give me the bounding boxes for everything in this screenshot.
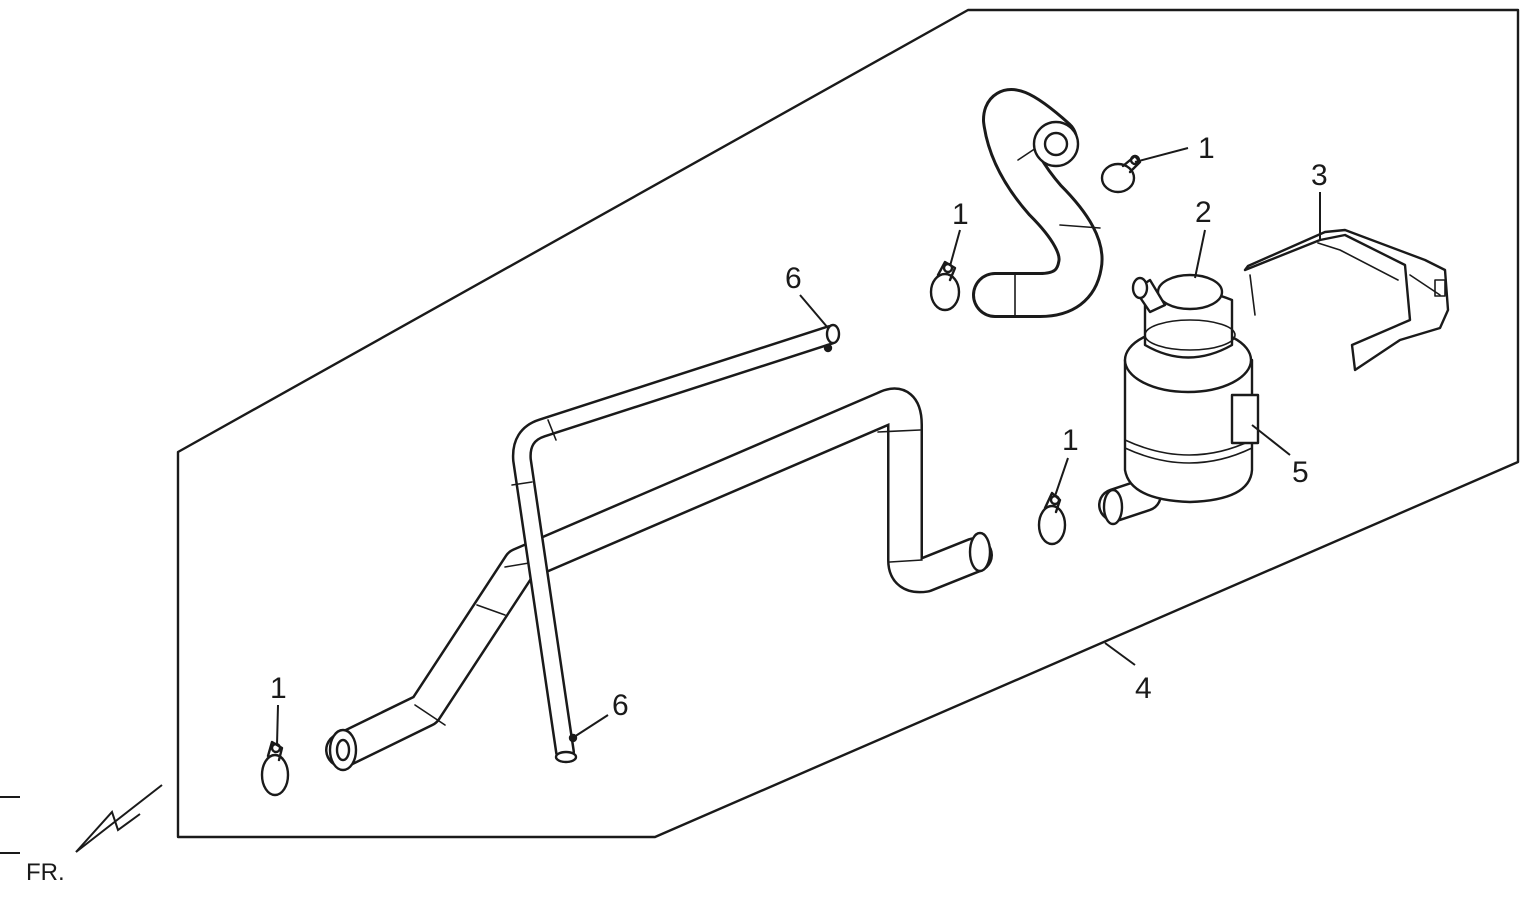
assembly-outline	[176, 8, 1520, 839]
leader-clamp-top-right	[1134, 147, 1189, 163]
leader-tube-top	[799, 294, 829, 329]
upper-hose	[972, 88, 1104, 318]
callout-clamp-mid-right: 1	[1062, 424, 1079, 457]
clamp-mid-right	[1037, 491, 1067, 546]
bracket	[1243, 228, 1450, 372]
callout-clamp-top-right: 1	[1198, 132, 1215, 165]
front-direction-indicator: FR.	[0, 784, 163, 886]
callout-clamp-bottom-left: 1	[270, 672, 287, 705]
clamp-upper-mid	[929, 260, 961, 312]
callout-bracket: 3	[1311, 159, 1328, 192]
clamp-top-right	[1100, 154, 1142, 194]
callout-clamp-upper-mid: 1	[952, 198, 969, 231]
vent-tube	[511, 323, 841, 764]
leader-clamp-upper-mid	[949, 229, 961, 267]
leader-tube-bottom	[573, 714, 609, 738]
leader-separator	[1194, 229, 1206, 279]
callout-tube-bottom: 6	[612, 689, 629, 722]
main-hose	[325, 387, 993, 772]
callout-separator: 2	[1195, 196, 1212, 229]
leader-clamp-bottom-left	[276, 704, 279, 746]
callout-tube-top: 6	[785, 262, 802, 295]
separator-canister	[1098, 273, 1260, 526]
leader-label	[1251, 424, 1291, 456]
direction-label: FR.	[26, 859, 65, 886]
callout-tube-assembly: 4	[1135, 672, 1152, 705]
leader-clamp-mid-right	[1054, 457, 1069, 497]
leader-tube-assembly	[1104, 642, 1136, 666]
clamp-bottom-left	[260, 740, 290, 797]
callout-label: 5	[1292, 456, 1309, 489]
